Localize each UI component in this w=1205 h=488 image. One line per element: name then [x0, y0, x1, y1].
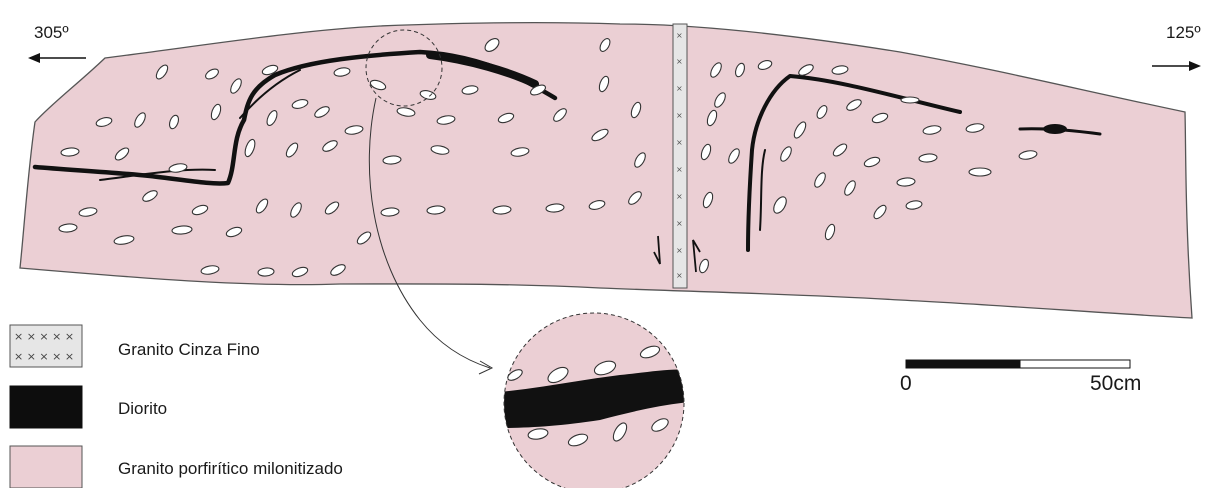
orientation-arrow-left-icon [28, 53, 86, 63]
legend-label-granito-cinza: Granito Cinza Fino [118, 340, 260, 360]
orientation-label-left: 305º [34, 23, 69, 43]
legend-swatch-diorito [10, 386, 82, 428]
granito-cinza-dike: × × × × × × × × × × [673, 24, 687, 288]
svg-text:×: × [676, 271, 683, 280]
svg-text:×: × [676, 138, 683, 147]
zoom-detail [500, 310, 690, 488]
svg-text:× × × × ×: × × × × × [14, 350, 74, 363]
scale-start-label: 0 [900, 372, 912, 396]
legend-label-granito-porfiritico: Granito porfirítico milonitizado [118, 459, 343, 479]
orientation-arrow-right-icon [1152, 61, 1201, 71]
scale-bar [906, 360, 1130, 368]
svg-text:×: × [676, 31, 683, 40]
svg-text:× × × × ×: × × × × × [14, 330, 74, 343]
svg-text:×: × [676, 84, 683, 93]
svg-text:×: × [676, 111, 683, 120]
svg-text:×: × [676, 57, 683, 66]
scale-end-label: 50cm [1090, 372, 1141, 396]
legend-label-diorito: Diorito [118, 399, 167, 419]
svg-text:×: × [676, 246, 683, 255]
svg-text:×: × [676, 219, 683, 228]
diorito-lens [1043, 124, 1067, 134]
orientation-label-right: 125º [1166, 23, 1201, 43]
svg-text:×: × [676, 165, 683, 174]
svg-text:×: × [676, 192, 683, 201]
legend-swatch-granito-porfiritico [10, 446, 82, 488]
